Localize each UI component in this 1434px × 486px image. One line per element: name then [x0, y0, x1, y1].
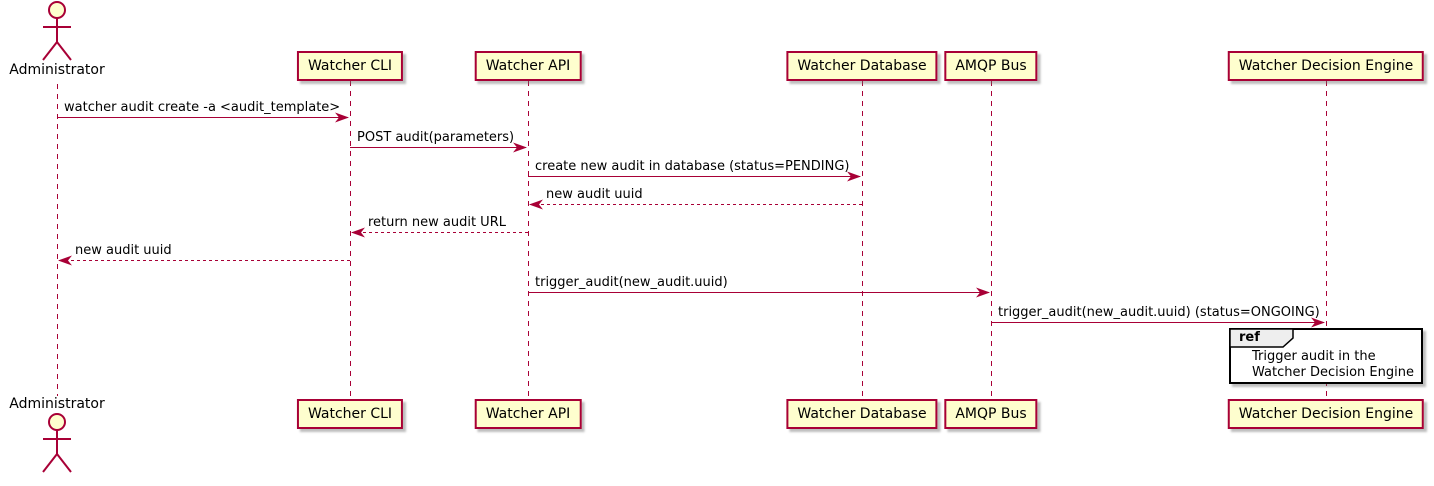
message-label: create new audit in database (status=PEN… — [535, 159, 850, 174]
participant-amqp-bus-bottom: AMQP Bus — [944, 399, 1038, 429]
ref-text-line: Trigger audit in the — [1252, 349, 1376, 364]
message-label: return new audit URL — [368, 215, 506, 230]
ref-text: Trigger audit in the Watcher Decision En… — [1252, 349, 1414, 381]
participant-watcher-decision-engine-top: Watcher Decision Engine — [1227, 51, 1425, 81]
participant-watcher-database-bottom: Watcher Database — [786, 399, 938, 429]
arrowhead-icon — [513, 142, 527, 153]
participant-watcher-decision-engine-bottom: Watcher Decision Engine — [1227, 399, 1425, 429]
message-label: POST audit(parameters) — [357, 130, 515, 145]
actor-label-administrator-top: Administrator — [9, 62, 105, 78]
participant-watcher-cli-bottom: Watcher CLI — [296, 399, 404, 429]
message-label: watcher audit create -a <audit_template> — [64, 100, 341, 115]
message-label: trigger_audit(new_audit.uuid) — [535, 275, 728, 290]
arrowhead-icon — [529, 199, 543, 210]
arrowhead-icon — [976, 287, 990, 298]
ref-fragment: ref Trigger audit in the Watcher Decisio… — [1229, 328, 1423, 384]
participant-watcher-cli-top: Watcher CLI — [296, 51, 404, 81]
message-label: new audit uuid — [546, 187, 643, 202]
arrowhead-icon — [58, 255, 72, 266]
participant-watcher-api-top: Watcher API — [474, 51, 582, 81]
actor-icon — [42, 1, 72, 61]
message-label: trigger_audit(new_audit.uuid) (status=ON… — [998, 305, 1320, 320]
ref-tab-pentagon — [1229, 328, 1294, 348]
participant-watcher-api-bottom: Watcher API — [474, 399, 582, 429]
arrowhead-icon — [335, 112, 349, 123]
arrowhead-icon — [847, 171, 861, 182]
message-label: new audit uuid — [75, 243, 172, 258]
participant-amqp-bus-top: AMQP Bus — [944, 51, 1038, 81]
arrowhead-icon — [351, 227, 365, 238]
arrowhead-icon — [1311, 317, 1325, 328]
actor-icon — [42, 413, 72, 473]
actor-label-administrator-bottom: Administrator — [9, 396, 105, 412]
ref-keyword: ref — [1239, 330, 1260, 345]
participant-watcher-database-top: Watcher Database — [786, 51, 938, 81]
ref-text-line: Watcher Decision Engine — [1252, 365, 1414, 380]
